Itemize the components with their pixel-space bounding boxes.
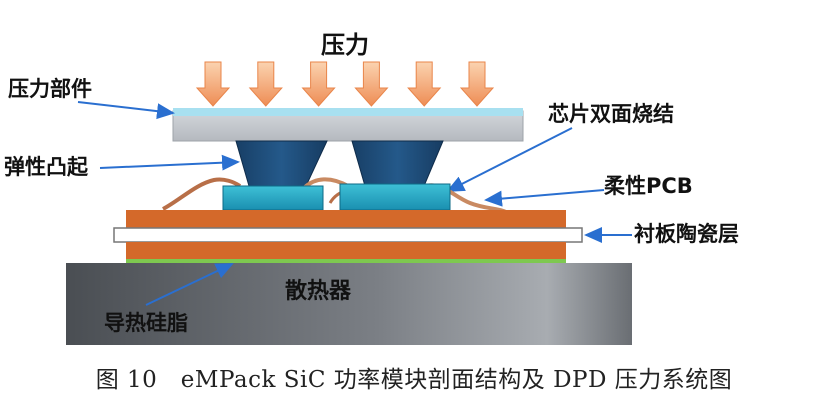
pressure-arrow [354, 61, 389, 107]
label-ceramic-layer: 衬板陶瓷层 [634, 222, 739, 246]
callout-elastic-bump [99, 154, 240, 171]
elastic-bumps [235, 140, 444, 187]
label-pressure-part: 压力部件 [8, 77, 92, 101]
pressure-arrow [248, 61, 283, 107]
label-chip-sintering: 芯片双面烧结 [548, 102, 674, 126]
callout-flex-pcb [484, 189, 605, 207]
elastic-bump-left [235, 140, 328, 187]
ceramic-layer [113, 227, 583, 243]
label-heatsink: 散热器 [285, 278, 352, 304]
label-flex-pcb: 柔性PCB [604, 174, 693, 198]
pressure-arrows [195, 61, 495, 107]
substrate-top-copper [126, 210, 566, 228]
flex-pcb-traces [162, 177, 507, 214]
chip-right [339, 183, 451, 211]
chip-left [222, 185, 324, 211]
label-elastic-bump: 弹性凸起 [4, 155, 89, 179]
pressure-part [172, 108, 524, 142]
module-cross-section-diagram: 压力 压力部件 芯片双面烧结 弹性凸起 [4, 31, 739, 345]
pressure-arrow [407, 61, 442, 107]
pressure-arrow [459, 61, 495, 107]
label-thermal-grease: 导热硅脂 [104, 311, 188, 335]
callout-pressure-part [77, 101, 175, 120]
figure-caption: 图 10 eMPack SiC 功率模块剖面结构及 DPD 压力系统图 [95, 367, 733, 393]
pressure-arrow [301, 61, 336, 107]
elastic-bump-right [351, 140, 444, 187]
heatsink [66, 263, 632, 345]
substrate-bottom-copper [126, 242, 566, 259]
pressure-arrow [195, 61, 231, 107]
label-pressure: 压力 [321, 31, 369, 59]
callout-thermal-grease [145, 263, 234, 306]
callout-chip-sintering [446, 127, 573, 192]
thermal-grease-layer [126, 259, 566, 263]
